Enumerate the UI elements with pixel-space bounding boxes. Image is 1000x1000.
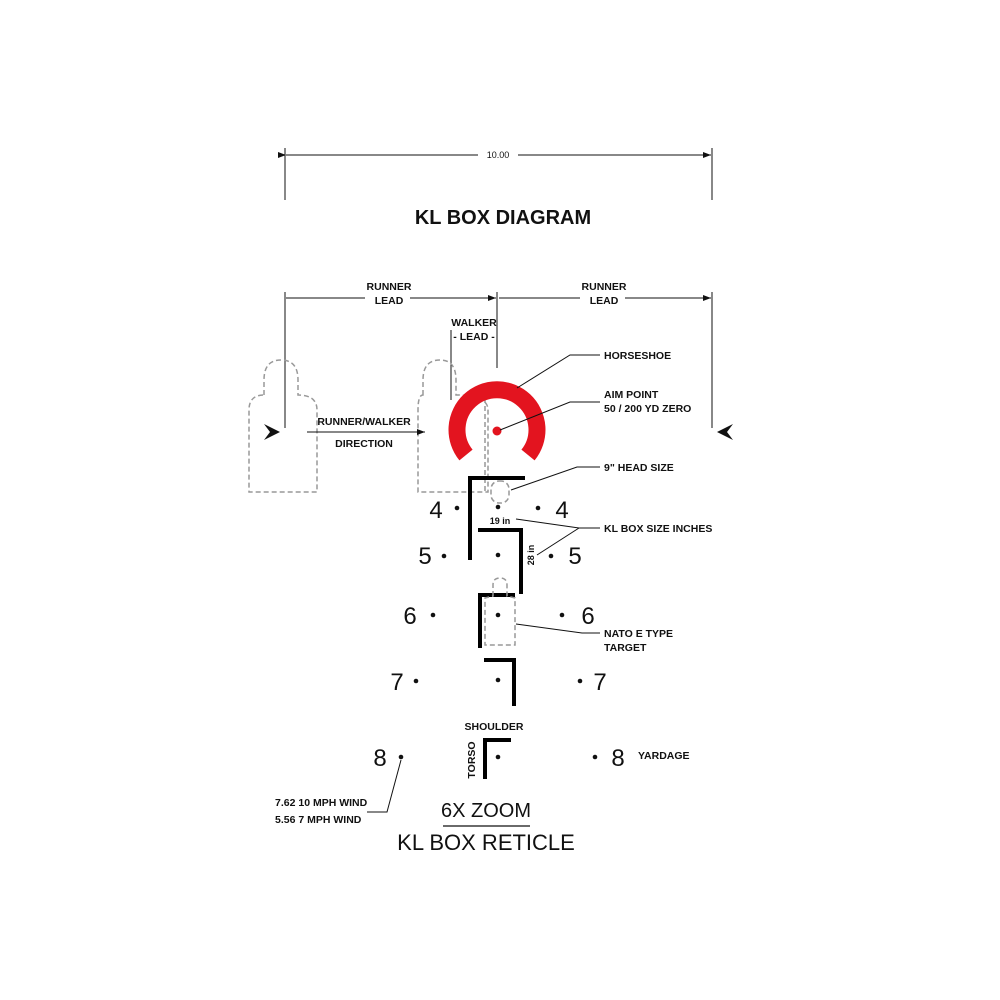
holdover-dots	[398, 505, 598, 760]
nato-label-1: NATO E TYPE	[604, 628, 673, 640]
callouts: HORSESHOE AIM POINT 50 / 200 YD ZERO 9" …	[499, 350, 712, 762]
box-size-label: KL BOX SIZE INCHES	[604, 523, 712, 535]
aim-point-label-2: 50 / 200 YD ZERO	[604, 403, 691, 415]
yardage-4-right: 4	[555, 497, 568, 524]
head-size-label: 9" HEAD SIZE	[604, 462, 674, 474]
center-dots	[495, 504, 501, 760]
yardage-numbers: 4 4 5 5 6 6 7 7 8 8	[373, 497, 624, 772]
direction-line1: RUNNER/WALKER	[317, 416, 411, 428]
walker-silhouette	[417, 359, 489, 493]
wind-556: 5.56 7 MPH WIND	[275, 814, 362, 826]
runner-lead-right-line1: RUNNER	[582, 281, 627, 293]
walker-lead-line1: WALKER	[451, 317, 497, 329]
kl-boxes	[468, 476, 525, 779]
wind-762: 7.62 10 MPH WIND	[275, 797, 368, 809]
yardage-6-right: 6	[581, 603, 594, 630]
yardage-5-left: 5	[418, 543, 431, 570]
runner-silhouette	[248, 359, 318, 493]
kl-box-500	[478, 528, 523, 594]
zoom-label: 6X ZOOM	[441, 800, 531, 822]
runner-lead-dimensions: RUNNER LEAD RUNNER LEAD	[284, 281, 713, 428]
torso-label: TORSO	[466, 741, 478, 778]
kl-box-700	[484, 658, 516, 706]
yardage-8-left: 8	[373, 745, 386, 772]
yardage-5-right: 5	[568, 543, 581, 570]
nato-target-outline	[484, 577, 516, 646]
runner-lead-left-line1: RUNNER	[367, 281, 412, 293]
horseshoe-label: HORSESHOE	[604, 350, 671, 362]
head-size-outline	[490, 480, 510, 504]
direction-line2: DIRECTION	[335, 438, 393, 450]
overall-dimension: 10.00	[278, 148, 713, 200]
kl-box-800	[483, 738, 511, 779]
shoulder-label: SHOULDER	[465, 721, 524, 733]
diagram-title: KL BOX DIAGRAM	[415, 207, 591, 229]
left-chevron-icon	[264, 424, 280, 440]
reticle-label: KL BOX RETICLE	[397, 830, 575, 855]
aim-point-dot	[492, 426, 502, 436]
kl-box-400	[468, 476, 525, 560]
box-height-label: 28 in	[526, 545, 536, 566]
right-chevron-icon	[717, 424, 733, 440]
yardage-8-right: 8	[611, 745, 624, 772]
runner-lead-left-line2: LEAD	[375, 295, 404, 307]
kl-box-600	[478, 593, 515, 648]
nato-label-2: TARGET	[604, 642, 647, 654]
yardage-6-left: 6	[403, 603, 416, 630]
dimension-label: 10.00	[487, 150, 510, 160]
wind-leader	[367, 759, 402, 813]
yardage-7-right: 7	[593, 669, 606, 696]
horseshoe	[448, 381, 546, 461]
yardage-7-left: 7	[390, 669, 403, 696]
walker-lead-line2: - LEAD -	[453, 331, 495, 343]
runner-lead-right-line2: LEAD	[590, 295, 619, 307]
yardage-4-left: 4	[429, 497, 442, 524]
box-width-label: 19 in	[490, 516, 511, 526]
aim-point-label-1: AIM POINT	[604, 389, 659, 401]
walker-lead: WALKER - LEAD -	[450, 317, 497, 400]
yardage-label: YARDAGE	[638, 750, 690, 762]
